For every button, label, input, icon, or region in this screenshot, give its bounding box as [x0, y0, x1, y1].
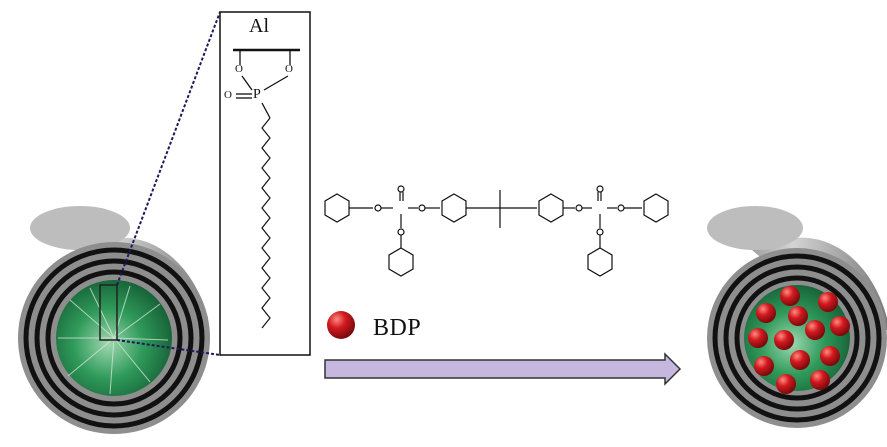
oxygen-atom	[596, 228, 604, 236]
left-tube-rings	[23, 247, 205, 429]
oxygen-label: O	[224, 89, 232, 101]
left-core-fibers	[58, 285, 169, 395]
zoom-lines	[116, 11, 221, 356]
oxygen-label: O	[235, 63, 243, 75]
right-tube-rings	[712, 253, 882, 423]
oxygen-atom	[374, 204, 382, 212]
phosphorus-label: P	[253, 87, 261, 102]
oxygen-atom	[397, 228, 405, 236]
oxygen-atom	[575, 204, 583, 212]
zoom-source-box	[99, 284, 118, 341]
oxygen-atom	[617, 204, 625, 212]
phenylene-ring-1	[441, 193, 467, 223]
bdp-particles-loaded	[748, 286, 850, 394]
phenyl-ring-3	[587, 247, 613, 277]
oxygen-atom	[596, 185, 604, 193]
phenylene-ring-2	[538, 193, 564, 223]
oxygen-atom	[418, 204, 426, 212]
bdp-legend-label: BDP	[373, 315, 422, 341]
left-tube-back-rim	[30, 206, 130, 250]
alkyl-chain	[261, 117, 271, 329]
bdp-structure	[324, 185, 669, 277]
right-nanotube	[707, 206, 887, 428]
oxygen-atom	[397, 185, 405, 193]
phenyl-ring-4	[643, 193, 669, 223]
oxygen-label: O	[285, 63, 293, 75]
right-tube-back-rim	[707, 206, 803, 250]
aluminum-label: Al	[249, 15, 269, 37]
left-nanotube	[18, 206, 210, 434]
phenyl-ring-1	[324, 193, 350, 223]
bdp-particle-legend-icon	[327, 311, 355, 339]
phosphonate-inset	[219, 11, 311, 356]
process-arrow	[324, 352, 682, 386]
phenyl-ring-2	[388, 247, 414, 277]
phosphonate-bonds	[236, 50, 291, 119]
